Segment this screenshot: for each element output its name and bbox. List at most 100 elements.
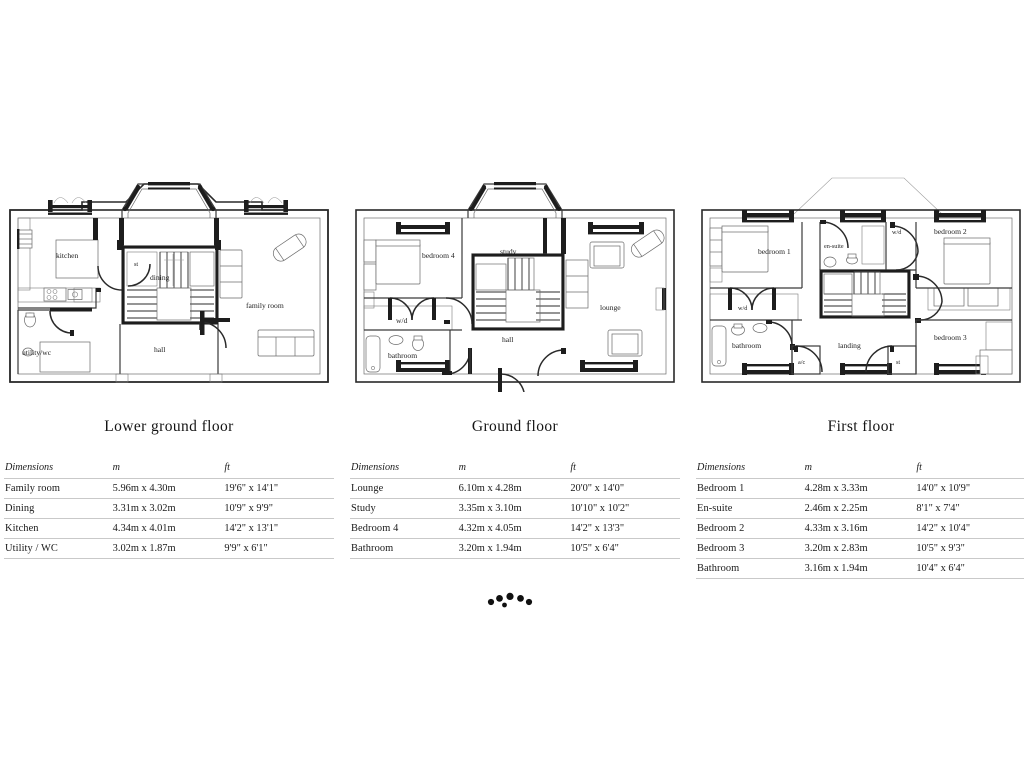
room-name: Dining [4,498,113,519]
table-header-row: Dimensions m ft [350,458,680,479]
bay-window [119,182,219,246]
table-header-row: Dimensions m ft [4,458,334,479]
room-metric: 4.28m x 3.33m [804,478,917,499]
room-label-bedroom3: bedroom 3 [934,333,967,342]
room-label-utility-wc: utility/wc [22,348,52,357]
staircase-first [819,269,911,319]
room-name: Bedroom 1 [696,478,805,499]
family-room-furniture [219,233,315,357]
room-label-wd-right: w/d [892,229,902,236]
window-lounge-side [655,287,666,311]
room-metric: 4.32m x 4.05m [458,518,571,539]
room-imperial: 14'2" x 13'1" [224,518,334,539]
header-metric: m [112,458,225,479]
room-imperial: 9'9" x 6'1" [224,538,334,559]
room-metric: 3.20m x 2.83m [804,538,917,559]
room-metric: 6.10m x 4.28m [458,478,571,499]
bay-window-study [461,182,563,254]
store-cupboard [887,345,917,375]
window-bedroom3-bottom [934,363,986,375]
table-row: Family room 5.96m x 4.30m 19'6" x 14'1" [4,478,334,499]
room-metric: 4.33m x 3.16m [804,518,917,539]
table-row: Bedroom 4 4.32m x 4.05m 14'2" x 13'3" [350,518,680,539]
room-metric: 4.34m x 4.01m [112,518,225,539]
table-row: Dining 3.31m x 3.02m 10'9" x 9'9" [4,498,334,519]
staircase-ground [471,253,565,331]
room-imperial: 20'0" x 14'0" [570,478,680,499]
bedroom2-furniture [927,237,1011,311]
header-metric: m [804,458,917,479]
room-name: Bedroom 3 [696,538,805,559]
bedroom1-furniture [709,225,799,321]
room-label-dining: dining [150,273,170,282]
room-metric: 3.16m x 1.94m [804,558,917,579]
header-metric: m [458,458,571,479]
plan-drawing-lower-ground: kitchen dining family room hall utility/… [4,170,334,392]
header-imperial: ft [570,458,680,479]
table-row: Bedroom 1 4.28m x 3.33m 14'0" x 10'9" [696,478,1024,499]
room-metric: 3.20m x 1.94m [458,538,571,559]
floor-title-first: First floor [827,418,895,435]
room-name: Lounge [350,478,459,499]
table-row: Bedroom 2 4.33m x 3.16m 14'2" x 10'4" [696,518,1024,539]
roof-outline [793,177,943,215]
floor-plan-ground: bedroom 4 study lounge hall bathroom w/d [350,170,680,392]
window-lounge-top [588,222,644,235]
room-name: Bedroom 2 [696,518,805,539]
table-row: Utility / WC 3.02m x 1.87m 9'9" x 6'1" [4,538,334,559]
table-row: Bedroom 3 3.20m x 2.83m 10'5" x 9'3" [696,538,1024,559]
room-imperial: 8'1" x 7'4" [916,498,1024,519]
room-label-bathroom-ground: bathroom [388,351,417,360]
room-label-bedroom1: bedroom 1 [758,247,791,256]
room-label-ensuite: en-suite [824,243,844,250]
window-ensuite-top [840,210,886,223]
dot-arc-logo [487,588,537,608]
floor-plan-first: bedroom 1 bedroom 2 bedroom 3 en-suite b… [696,170,1024,392]
table-row: Lounge 6.10m x 4.28m 20'0" x 14'0" [350,478,680,499]
window-bathroom-bottom-first [742,363,794,375]
room-label-store: st [134,261,138,268]
bathroom-fittings-ground [365,335,424,373]
header-dimensions: Dimensions [4,458,113,479]
plan-drawing-first: bedroom 1 bedroom 2 bedroom 3 en-suite b… [696,170,1024,392]
room-metric: 3.35m x 3.10m [458,498,571,519]
room-label-wd-left: w/d [738,305,748,312]
room-name: Family room [4,478,113,499]
dimensions-table-first: Dimensions m ft Bedroom 1 4.28m x 3.33m … [696,458,1024,579]
room-name: Study [350,498,459,519]
header-imperial: ft [916,458,1024,479]
room-label-hall: hall [154,345,165,354]
window-bedroom2-top [934,210,986,223]
ensuite-fittings [823,253,858,268]
room-label-wd-ground: w/d [396,316,408,325]
room-imperial: 10'5" x 9'3" [916,538,1024,559]
room-imperial: 10'9" x 9'9" [224,498,334,519]
room-label-store-first: st [896,359,900,366]
room-metric: 2.46m x 2.25m [804,498,917,519]
window-landing-bottom [840,363,892,375]
room-label-family-room: family room [246,301,284,310]
table-row: Kitchen 4.34m x 4.01m 14'2" x 13'1" [4,518,334,539]
floor-plan-lower-ground: kitchen dining family room hall utility/… [4,170,334,392]
kitchen-fittings [17,217,101,303]
room-metric: 3.02m x 1.87m [112,538,225,559]
window-bedroom1-top [742,210,794,223]
lounge-furniture [565,229,665,357]
window-lounge-bottom [580,360,638,372]
room-label-hall-ground: hall [502,335,513,344]
room-name: Kitchen [4,518,113,539]
window-kitchen [48,197,92,215]
room-label-lounge: lounge [600,303,621,312]
room-name: Bathroom [350,538,459,559]
room-label-bedroom2: bedroom 2 [934,227,967,236]
dimensions-table-ground: Dimensions m ft Lounge 6.10m x 4.28m 20'… [350,458,680,559]
table-row: En-suite 2.46m x 2.25m 8'1" x 7'4" [696,498,1024,519]
room-imperial: 10'10" x 10'2" [570,498,680,519]
room-imperial: 19'6" x 14'1" [224,478,334,499]
room-metric: 3.31m x 3.02m [112,498,225,519]
room-label-study: study [500,247,517,256]
plan-drawing-ground: bedroom 4 study lounge hall bathroom w/d [350,170,680,392]
floor-title-ground: Ground floor [471,418,559,435]
table-row: Study 3.35m x 3.10m 10'10" x 10'2" [350,498,680,519]
